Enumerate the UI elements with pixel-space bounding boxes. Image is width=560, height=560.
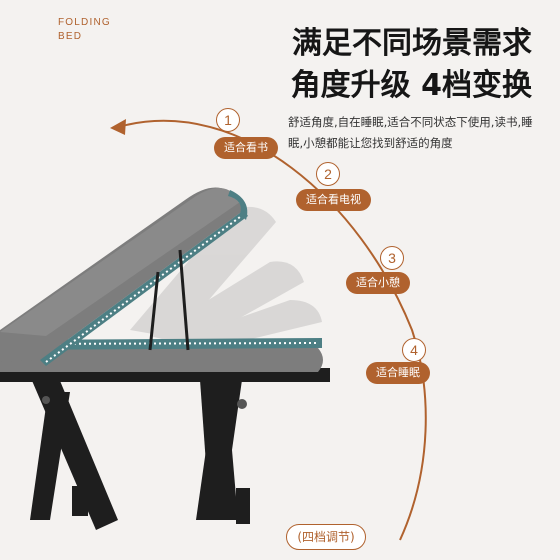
- position-4-badge: 4: [402, 338, 426, 362]
- description-text: 舒适角度,自在睡眠,适合不同状态下使用,读书,睡眠,小憩都能让您找到舒适的角度: [288, 115, 533, 150]
- bed-seat: [0, 338, 323, 372]
- position-1-label: 适合看书: [214, 137, 278, 159]
- ghost-backrest-positions: [130, 206, 322, 350]
- bed-frame: [0, 368, 330, 530]
- support-rods: [148, 249, 190, 351]
- position-2-badge: 2: [316, 162, 340, 186]
- position-3-badge: 3: [380, 246, 404, 270]
- position-4-label: 适合睡眠: [366, 362, 430, 384]
- position-3-label: 适合小憩: [346, 272, 410, 294]
- headline-line-1: 满足不同场景需求: [292, 26, 532, 61]
- bed-backrest: [0, 187, 248, 366]
- brand-logo: FOLDING BED: [58, 16, 111, 44]
- position-1-badge: 1: [216, 108, 240, 132]
- brand-line-2: BED: [58, 31, 83, 42]
- headline-line-2: 角度升级 4档变换: [290, 68, 532, 103]
- arc-arrowhead: [110, 119, 126, 135]
- brand-line-1: FOLDING: [58, 17, 111, 28]
- position-2-label: 适合看电视: [296, 189, 371, 211]
- four-level-adjust-label: (四档调节): [286, 524, 366, 550]
